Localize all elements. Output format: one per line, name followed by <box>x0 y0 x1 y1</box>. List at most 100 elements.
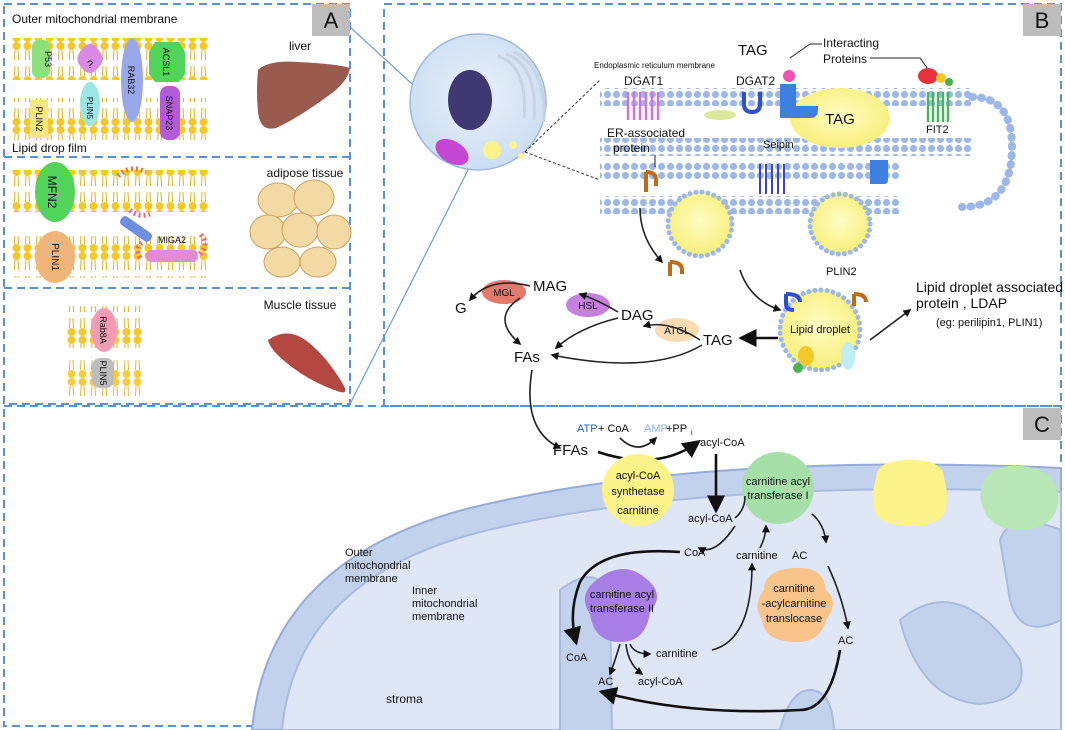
er-associated-label-1: ER-associated <box>607 126 685 140</box>
panel-c-label-box <box>1023 408 1061 440</box>
ld-protein-yellow <box>798 346 814 366</box>
arrow-atp-to-amp <box>619 436 658 448</box>
ac-label-3: AC <box>598 676 613 688</box>
tag-top-label: TAG <box>738 42 768 59</box>
mfn2-protein <box>35 162 75 222</box>
acsl1-label: ACSL1 <box>161 48 171 77</box>
translocase-label-2: -acylcarnitine <box>762 598 827 610</box>
plin5-label: PLIN5 <box>85 97 94 120</box>
arrow-tag-to-dag <box>642 320 701 341</box>
cell-mitochondrion <box>435 138 469 166</box>
plin5-protein <box>80 82 100 126</box>
interacting-label: Interacting <box>823 36 879 50</box>
dag-label: DAG <box>621 307 654 324</box>
cat1-label-1: carnitine acyl <box>746 476 810 488</box>
arrow-tag-to-fas <box>550 344 703 364</box>
tag-droplet-label: TAG <box>825 111 855 128</box>
ldap-label-1: Lipid droplet associated <box>916 279 1063 295</box>
interacting-protein-yellow <box>936 73 946 83</box>
ld-protein-blue <box>784 292 802 312</box>
ppi-subscript: i <box>691 430 693 437</box>
g-label: G <box>455 300 467 317</box>
panel-b-label: B <box>1035 8 1050 33</box>
acyl-coa-label-2: acyl-CoA <box>688 513 733 525</box>
tag-hydrolysis-label: TAG <box>703 332 733 349</box>
interacting-protein-green <box>945 78 953 86</box>
arrow-to-assoc <box>639 207 664 264</box>
cat2-label-1: carnitine acyl <box>590 589 654 601</box>
atp-label: ATP <box>577 423 598 435</box>
unknown-protein <box>77 44 103 73</box>
synthetase-label-2: synthetase <box>611 486 664 498</box>
ldap-label-2: protein , LDAP <box>916 295 1007 311</box>
er-membrane-bend <box>958 93 1017 211</box>
arrow-carnitine-to-cat1 <box>759 524 770 549</box>
miga2-protein <box>146 250 198 262</box>
carnitine-label-2: carnitine <box>656 648 698 660</box>
mfn2-label: MFN2 <box>45 176 59 209</box>
hsl-label: HSL <box>578 301 598 312</box>
acsl1-protein <box>149 42 185 82</box>
ld-protein-green <box>793 363 803 373</box>
arrow-to-ac-3 <box>608 643 621 676</box>
dgat1-protein <box>626 92 660 120</box>
unknown-protein-label: ? <box>87 59 93 71</box>
translocase-blob <box>757 567 833 643</box>
coa-plus-label: + CoA <box>598 423 630 435</box>
lipid-droplet-label: Lipid droplet <box>790 324 850 336</box>
mag-label: MAG <box>533 278 567 295</box>
outer-membrane-title: Outer mitochondrial membrane <box>12 12 178 26</box>
plin2-label: PLIN2 <box>34 106 44 131</box>
budding-droplet-2 <box>807 191 873 257</box>
er-membrane-lower-2 <box>600 162 900 180</box>
ppi-label: +PP <box>666 423 687 435</box>
cell-nucleus <box>448 70 492 130</box>
arrow-to-ldap <box>869 309 912 341</box>
plin1-label: PLIN1 <box>49 243 60 271</box>
ac-label-2: AC <box>838 635 853 647</box>
acyl-coa-synthetase <box>602 454 674 526</box>
rab32-label: RAB32 <box>126 66 136 95</box>
hsl-enzyme <box>566 293 610 317</box>
miga2-chain <box>128 208 208 260</box>
inner-membrane-label-1: Inner <box>412 585 437 597</box>
interacting-connector <box>789 43 931 73</box>
arrow-fas-to-ffas <box>529 369 562 449</box>
arrow-coa-loop <box>563 549 681 646</box>
cat1-label-2: transferase I <box>747 490 808 502</box>
arrow-to-acylcoa-3 <box>625 643 644 675</box>
miga2-helix <box>119 216 153 242</box>
plin5b-protein <box>92 358 114 388</box>
arrow-ac-return <box>598 649 842 713</box>
stroma-label: stroma <box>386 692 423 706</box>
translocase-label-3: translocase <box>766 613 822 625</box>
muscle-label: Muscle tissue <box>264 298 337 312</box>
arrow-carnitine-up <box>711 562 756 651</box>
seipin-protein-lower <box>870 160 888 184</box>
dgat1-label: DGAT1 <box>624 74 663 88</box>
arrow-mag-to-fas <box>504 297 522 346</box>
arrow-dag-to-mag <box>578 292 619 313</box>
amp-label: AMP <box>644 423 668 435</box>
translocase-label-1: carnitine <box>773 583 815 595</box>
budding-droplet-1 <box>665 189 735 259</box>
mgl-label: MGL <box>493 288 515 299</box>
miga2-label: MIGA2 <box>158 235 186 245</box>
inner-membrane-label-2: mitochondrial <box>412 598 477 610</box>
fas-label: FAs <box>514 349 540 366</box>
er-assoc-protein <box>644 170 658 192</box>
seipin-label: Seipin <box>763 139 794 151</box>
acyl-coa-label-1: acyl-CoA <box>700 437 745 449</box>
rab8a-label: Rab8A <box>98 316 108 344</box>
yellow-cell-decoration <box>873 460 947 526</box>
inner-membrane-label-3: membrane <box>412 611 465 623</box>
atgl-enzyme <box>655 318 699 342</box>
proteins-label: Proteins <box>823 52 867 66</box>
carnitine-acyl-transferase-1 <box>742 452 814 524</box>
arrow-acylcoa-to-cat1 <box>734 495 746 519</box>
golgi-icon <box>497 50 546 123</box>
interacting-protein-pink <box>783 70 795 82</box>
ld-protein-cyan <box>841 342 855 370</box>
er-membrane-label: Endoplasmic reticulum membrane <box>594 61 715 70</box>
